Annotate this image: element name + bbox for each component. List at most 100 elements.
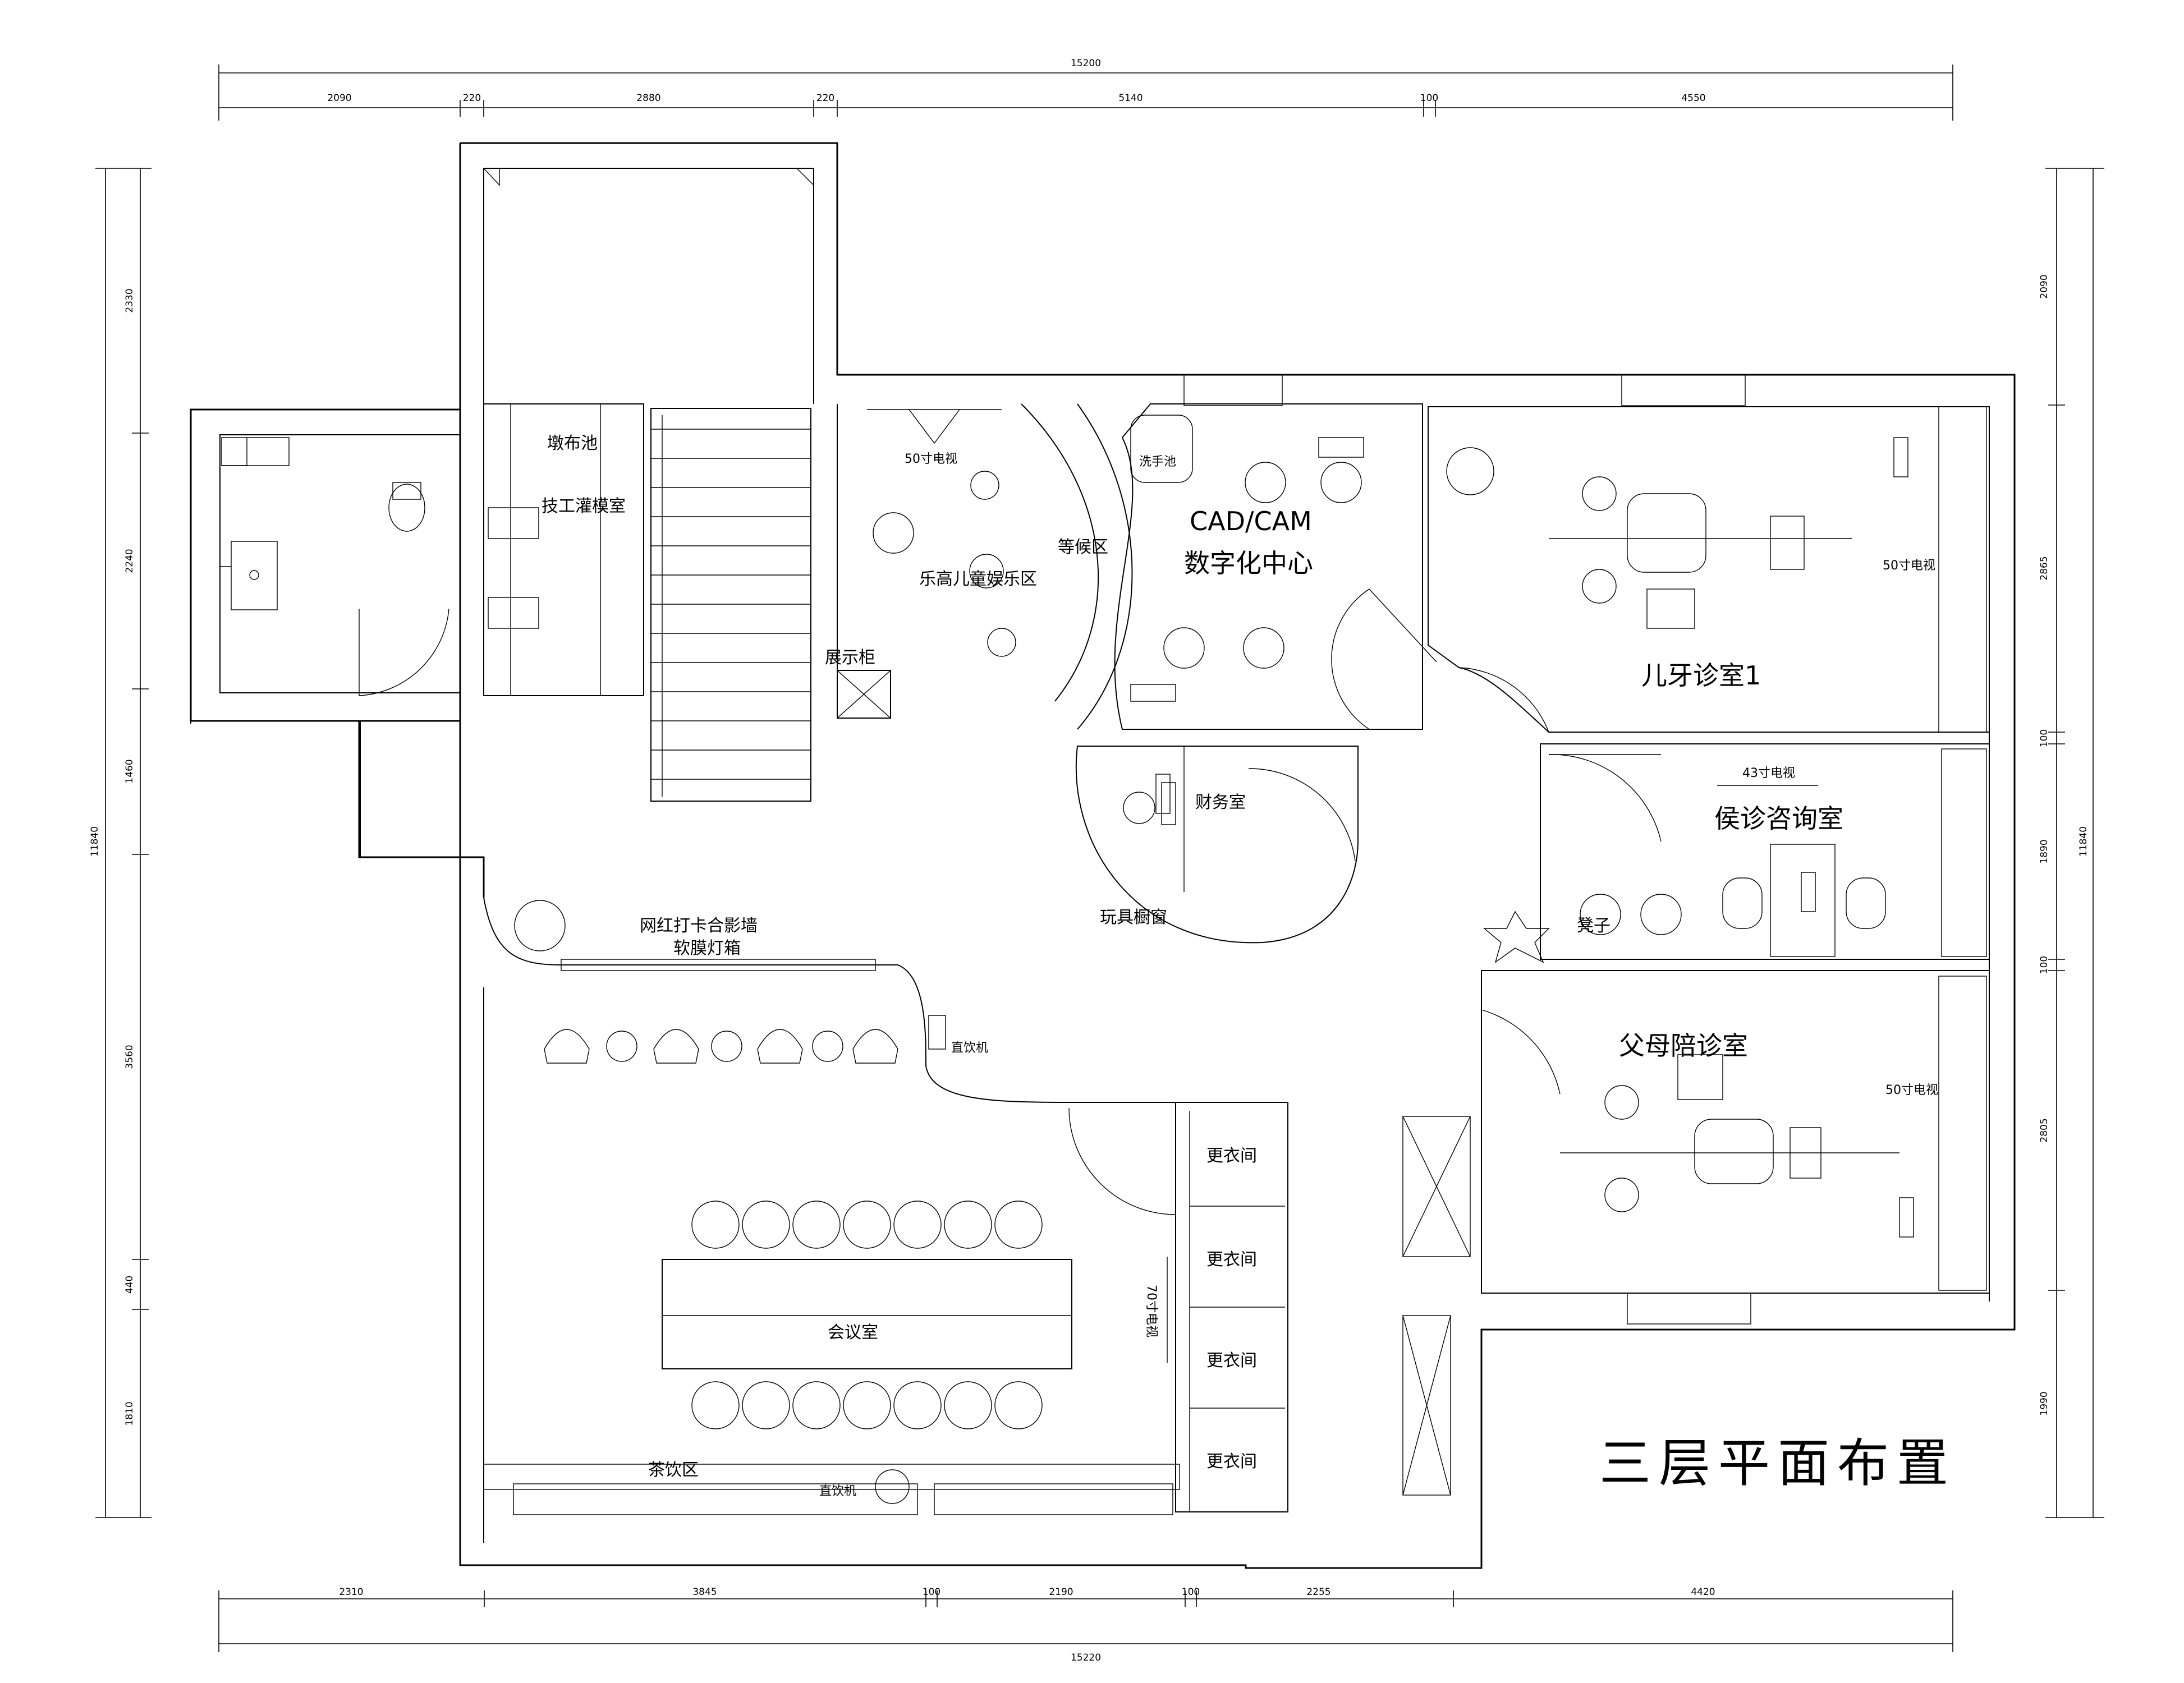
dim-top-seg: 5140 xyxy=(1118,93,1143,104)
toilet-icon xyxy=(388,484,425,532)
dim-top-seg: 100 xyxy=(1420,93,1438,104)
cadcam-label: CAD/CAM xyxy=(1190,506,1312,536)
exterior-walls xyxy=(190,142,2016,1569)
chair-icon xyxy=(691,1201,740,1249)
washbasin-icon xyxy=(1130,415,1193,483)
dimension-bottom: 2310 3845 100 2190 100 2255 4420 15220 xyxy=(218,1587,1953,1663)
dim-right-seg: 2805 xyxy=(2039,1118,2050,1142)
door-swing xyxy=(359,608,449,696)
dim-right-seg: 2865 xyxy=(2039,556,2050,580)
dim-right-seg: 1890 xyxy=(2039,839,2050,863)
kids-room-1-label: 儿牙诊室1 xyxy=(1641,660,1761,691)
stool-icon xyxy=(1580,894,1621,935)
kids-room-1: 50寸电视 儿牙诊室1 xyxy=(1428,406,1990,733)
monitor-icon xyxy=(1790,1127,1821,1179)
consult-room: 43寸电视 侯诊咨询室 凳子 xyxy=(1540,743,1990,960)
stool-icon xyxy=(873,512,914,554)
waiting-area-label: 等候区 xyxy=(1058,537,1108,557)
sink-icon xyxy=(231,541,278,610)
dim-top-seg: 4550 xyxy=(1681,93,1705,104)
parents-room: 50寸电视 父母陪诊室 xyxy=(1183,374,1990,1325)
cart-icon xyxy=(1677,1054,1723,1100)
plant-icon xyxy=(1483,911,1550,963)
photo-wall: 网红打卡合影墙 软膜灯箱 直饮机 xyxy=(483,897,1178,1103)
locker-label: 更衣间 xyxy=(1206,1351,1257,1371)
tv50-parents-label: 50寸电视 xyxy=(1885,1083,1938,1097)
stool-icon xyxy=(711,1031,742,1062)
chair-icon xyxy=(944,1381,992,1429)
tv-icon xyxy=(1899,1197,1914,1238)
water-dispenser-2-label: 直饮机 xyxy=(819,1484,856,1498)
chair-icon xyxy=(1604,1178,1639,1212)
stool-icon xyxy=(1640,894,1682,935)
chair-icon xyxy=(1604,1085,1639,1120)
stool-icon xyxy=(969,554,1004,588)
dim-bottom-seg: 100 xyxy=(1182,1587,1200,1598)
armchair-icon xyxy=(544,1029,590,1064)
plant-decoration xyxy=(1483,911,1550,963)
dim-right-seg: 100 xyxy=(2039,729,2050,747)
chair-icon xyxy=(893,1381,942,1429)
tv70-label: 70寸电视 xyxy=(1144,1285,1158,1337)
dim-left-seg: 2330 xyxy=(124,288,135,312)
stool-icon xyxy=(1320,462,1362,503)
tech-room-label: 技工灌模室 xyxy=(542,496,626,516)
stool-icon xyxy=(987,628,1016,657)
chair-icon xyxy=(1722,877,1763,929)
photo-wall-label: 网红打卡合影墙 xyxy=(640,916,758,936)
tea-area-label: 茶饮区 xyxy=(648,1460,699,1480)
chair-icon xyxy=(792,1201,841,1249)
stool-icon xyxy=(970,471,999,500)
chair-icon xyxy=(994,1201,1043,1249)
locker-label: 更衣间 xyxy=(1206,1146,1257,1166)
stool-icon xyxy=(1163,627,1205,669)
meeting-room: 会议室 茶饮区 直饮机 xyxy=(483,987,1180,1543)
tv43-label: 43寸电视 xyxy=(1742,766,1795,780)
dim-bottom-seg: 2310 xyxy=(339,1587,363,1598)
restroom xyxy=(220,437,449,696)
cloth-pool-label: 墩布池 xyxy=(547,434,598,453)
monitor-icon xyxy=(1155,774,1171,814)
dim-top-seg: 2090 xyxy=(327,93,351,104)
dim-top-total: 15200 xyxy=(1071,58,1101,69)
dim-top-seg: 2880 xyxy=(636,93,660,104)
window-icon xyxy=(1621,374,1746,406)
dim-left-seg: 1810 xyxy=(124,1401,135,1426)
stool-icon xyxy=(812,1031,843,1062)
dim-left-seg: 2240 xyxy=(124,549,135,573)
chair-icon xyxy=(792,1381,841,1429)
chair-icon xyxy=(1123,792,1155,824)
dim-bottom-seg: 2255 xyxy=(1306,1587,1330,1598)
stool-icon xyxy=(1243,627,1284,669)
lightbox-label: 软膜灯箱 xyxy=(673,939,741,958)
locker-label: 更衣间 xyxy=(1206,1250,1257,1270)
cart-icon xyxy=(1646,588,1695,629)
keyboard-icon xyxy=(1318,437,1364,458)
stool-label: 凳子 xyxy=(1577,916,1611,936)
armchair-icon xyxy=(757,1029,803,1064)
dim-left-seg: 440 xyxy=(124,1276,135,1294)
tech-room: 墩布池 技工灌模室 xyxy=(483,168,814,696)
chair-icon xyxy=(994,1381,1043,1429)
cadcam-center: 洗手池 CAD/CAM 数字化中心 xyxy=(1114,403,1437,730)
chair-icon xyxy=(1582,569,1617,604)
finance-room: 财务室 玩具橱窗 xyxy=(1075,746,1359,944)
monitor-icon xyxy=(1801,872,1816,912)
toy-window-label: 玩具橱窗 xyxy=(1100,908,1167,927)
display-cabinet-label: 展示柜 xyxy=(825,648,875,668)
meeting-table xyxy=(662,1259,1072,1369)
basin-icon xyxy=(488,597,539,629)
chair-icon xyxy=(1846,877,1886,929)
dental-chair-icon xyxy=(1694,1119,1774,1184)
locker-label: 更衣间 xyxy=(1206,1452,1257,1472)
washbasin-label: 洗手池 xyxy=(1139,455,1176,469)
dim-right-seg: 2090 xyxy=(2039,274,2050,298)
chair-icon xyxy=(1582,476,1617,511)
parents-room-label: 父母陪诊室 xyxy=(1619,1031,1748,1061)
tv-icon xyxy=(1893,437,1908,477)
keyboard-icon xyxy=(1130,684,1176,702)
chair-icon xyxy=(742,1201,790,1249)
dim-right-total: 11840 xyxy=(2078,826,2089,857)
keyboard-icon xyxy=(1161,782,1176,825)
dim-left-seg: 3560 xyxy=(124,1045,135,1069)
